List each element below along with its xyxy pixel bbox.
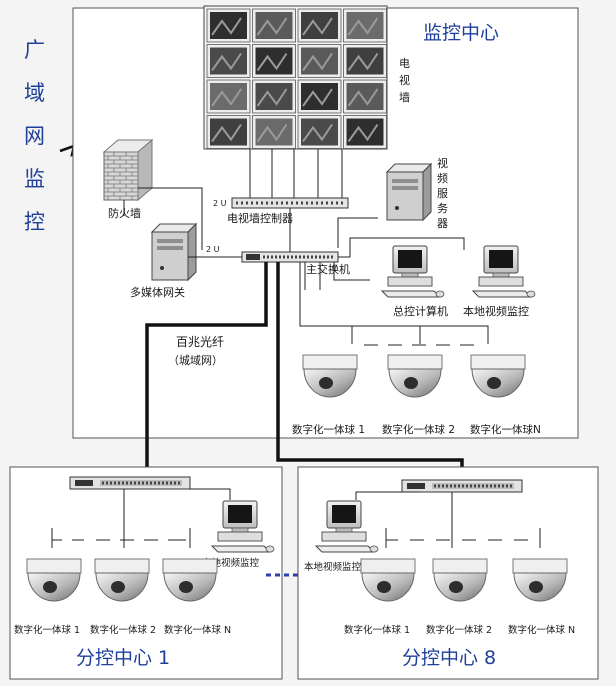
video-wall-controller-device: [231, 197, 349, 209]
video-wall-screen-image: [346, 83, 384, 110]
branch-right-switch: [400, 478, 524, 494]
video-wall-screen-image: [301, 118, 338, 146]
video-wall-screen-scene: [211, 123, 242, 143]
video-wall-screen-image: [346, 12, 384, 39]
video-wall-label-char-3: 墙: [399, 90, 410, 104]
branch-right-title: 分控中心 8: [402, 647, 496, 669]
dome-label-left-2: 数字化一体球 2: [90, 624, 156, 636]
video-wall-screen-image: [210, 118, 247, 146]
video-wall-screen-scene: [347, 17, 379, 36]
wan-label-char-5: 控: [24, 210, 45, 234]
dome-label-center-n: 数字化一体球N: [470, 423, 541, 436]
branch-left-links: [51, 488, 231, 548]
dome-label-left-n: 数字化一体球 N: [164, 624, 231, 636]
video-wall-screen-image: [255, 118, 293, 146]
fiber-label: 百兆光纤: [176, 335, 224, 349]
dome-label-right-n: 数字化一体球 N: [508, 624, 575, 636]
video-wall-screen-scene: [347, 52, 379, 72]
dome-label-center-2: 数字化一体球 2: [382, 423, 455, 436]
dome-label-left-1: 数字化一体球 1: [14, 624, 80, 636]
branch-right-links: [355, 491, 541, 548]
rack-unit-label-gateway: 2 U: [206, 245, 220, 254]
video-wall-screen-image: [210, 47, 247, 75]
video-wall-screen-scene: [256, 17, 288, 36]
main-switch-device: [241, 251, 339, 263]
fiber-backbone-left: [145, 262, 268, 478]
wan-label-char-2: 域: [24, 81, 45, 105]
video-wall-screen-scene: [256, 88, 288, 107]
video-wall-screen-scene: [256, 123, 288, 143]
video-wall-screen-scene: [211, 52, 242, 72]
dome-label-right-2: 数字化一体球 2: [426, 624, 492, 636]
dome-label-center-1: 数字化一体球 1: [292, 423, 365, 436]
branch-left-title: 分控中心 1: [76, 647, 170, 669]
video-wall-screen-image: [210, 83, 247, 110]
video-wall-label-char-2: 视: [399, 73, 410, 87]
video-wall-screen-scene: [302, 17, 333, 36]
video-server-label-char-1: 视: [437, 156, 448, 170]
master-computer-label: 总控计算机: [393, 304, 448, 318]
wan-label-char-3: 网: [24, 124, 45, 148]
video-wall-screens: [206, 8, 387, 149]
video-wall-screen-scene: [302, 52, 333, 72]
video-server-icon: [386, 163, 432, 221]
video-wall-screen-image: [301, 47, 338, 75]
video-wall-screen-scene: [302, 88, 333, 107]
video-wall-screen-scene: [256, 52, 288, 72]
video-wall-screen-image: [210, 12, 247, 39]
video-wall-label-char-1: 电: [399, 57, 410, 70]
dome-label-right-1: 数字化一体球 1: [344, 624, 410, 636]
video-server-label-char-4: 务: [437, 202, 448, 215]
video-wall-screen-scene: [211, 17, 242, 36]
firewall-icon: [103, 151, 139, 201]
video-wall-screen-image: [346, 47, 384, 75]
monitor-center-title: 监控中心: [423, 22, 499, 44]
video-wall-screen-image: [255, 83, 293, 110]
video-wall-screen-scene: [211, 88, 242, 107]
fiber-sublabel: （城域网）: [168, 354, 223, 367]
video-wall-feed-lines: [249, 149, 343, 198]
video-wall-screen-image: [255, 47, 293, 75]
multimedia-gateway-label: 多媒体网关: [130, 285, 185, 299]
video-server-label-char-3: 服: [437, 187, 448, 200]
video-server-label-char-2: 频: [437, 171, 448, 185]
video-wall-screen-image: [301, 83, 338, 110]
main-switch-label: 主交换机: [306, 262, 350, 276]
wan-label-char-4: 监: [24, 167, 45, 191]
video-wall-screen-scene: [302, 123, 333, 143]
video-wall-controller-label: 电视墙控制器: [227, 211, 293, 225]
video-wall-screen-image: [255, 12, 293, 39]
video-wall-screen-scene: [347, 88, 379, 107]
video-wall-screen-image: [301, 12, 338, 39]
rack-unit-label-top: 2 U: [213, 199, 227, 208]
wan-label-char-1: 广: [24, 38, 45, 62]
branch-right-local-monitor-label: 本地视频监控: [304, 561, 362, 573]
monitor-center-links: [123, 187, 489, 344]
branch-left-switch: [68, 475, 192, 491]
video-wall-screen-image: [346, 118, 384, 146]
video-server-label-char-5: 器: [437, 217, 448, 230]
video-wall-screen-scene: [347, 123, 379, 143]
local-monitor-label: 本地视频监控: [463, 304, 529, 318]
multimedia-gateway-icon: [151, 223, 197, 281]
